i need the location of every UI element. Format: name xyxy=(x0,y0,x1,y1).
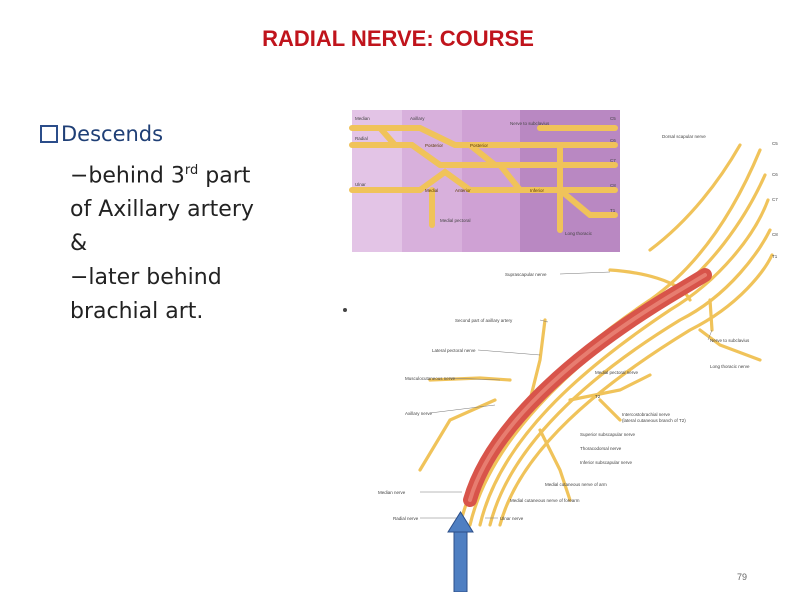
page-number: 79 xyxy=(737,572,747,582)
nerve-long-thoracic xyxy=(700,330,760,360)
plexus-label-c5: C5 xyxy=(610,116,616,121)
label-intercostobrachial: Intercostobrachial nerve xyxy=(622,412,671,417)
label-superior-subscap: Superior subscapular nerve xyxy=(580,432,636,437)
leader-6 xyxy=(430,405,495,413)
label-med-cut-forearm: Medial cutaneous nerve of forearm xyxy=(510,498,580,503)
plexus-label-radial: Radial xyxy=(355,136,368,141)
nerve-medial-pectoral xyxy=(570,375,650,400)
plexus-label-c8: C8 xyxy=(610,183,616,188)
label-t1: T1 xyxy=(772,254,778,259)
label-t2: T2 xyxy=(595,394,601,399)
nerve-to-subclavius xyxy=(710,300,712,330)
label-axillary: Axillary nerve xyxy=(405,411,433,416)
plexus-schematic: Median Radial Ulnar Axillary Posterior P… xyxy=(352,110,620,252)
plexus-label-median: Median xyxy=(355,116,370,121)
label-radial-nerve: Radial nerve xyxy=(393,516,419,521)
label-c5: C5 xyxy=(772,141,778,146)
label-thoracodorsal: Thoracodorsal nerve xyxy=(580,446,622,451)
label-dorsal-scapular: Dorsal scapular nerve xyxy=(662,134,706,139)
label-medial-pectoral: Medial pectoral nerve xyxy=(595,370,639,375)
nerve-dorsal-scapular xyxy=(650,145,740,250)
label-c6: C6 xyxy=(772,172,778,177)
label-c7: C7 xyxy=(772,197,778,202)
plexus-label-c6: C6 xyxy=(610,138,616,143)
label-med-cut-arm: Medial cutaneous nerve of arm xyxy=(545,482,607,487)
arrow-shaft xyxy=(454,530,467,592)
plexus-label-inferior: Inferior xyxy=(530,188,545,193)
plexus-label-medial: Medial xyxy=(425,188,438,193)
plexus-label-anterior: Anterior xyxy=(455,188,471,193)
plexus-label-posterior1: Posterior xyxy=(425,143,444,148)
label-ulnar-nerve: Ulnar nerve xyxy=(500,516,524,521)
nerve-intercostobrachial xyxy=(600,400,620,420)
plexus-label-posterior2: Posterior xyxy=(470,143,489,148)
plexus-label-medial-pectoral: Medial pectoral xyxy=(440,218,471,223)
label-musculocutaneous: Musculocutaneous nerve xyxy=(405,376,456,381)
label-suprascapular: Suprascapular nerve xyxy=(505,272,547,277)
plexus-label-ulnar: Ulnar xyxy=(355,182,366,187)
label-intercostobrachial2: (lateral cutaneous branch of T2) xyxy=(622,418,686,423)
label-c8: C8 xyxy=(772,232,778,237)
label-lateral-pectoral: Lateral pectoral nerve xyxy=(432,348,476,353)
label-long-thoracic: Long thoracic nerve xyxy=(710,364,750,369)
leader-4 xyxy=(478,350,540,355)
label-second-part: Second part of axillary artery xyxy=(455,318,513,323)
label-median-nerve: Median nerve xyxy=(378,490,406,495)
plexus-label-t1: T1 xyxy=(610,208,616,213)
label-nerve-subclavius: Nerve to subclavius xyxy=(710,338,750,343)
plexus-label-upper: Nerve to subclavius xyxy=(510,121,550,126)
nerve-thoracodorsal xyxy=(540,430,570,500)
label-inferior-subscap: Inferior subscapular nerve xyxy=(580,460,633,465)
plexus-label-long-thoracic: Long thoracic xyxy=(565,231,593,236)
leader-1 xyxy=(560,272,610,274)
plexus-label-c7: C7 xyxy=(610,158,616,163)
plexus-label-axillary: Axillary xyxy=(410,116,425,121)
